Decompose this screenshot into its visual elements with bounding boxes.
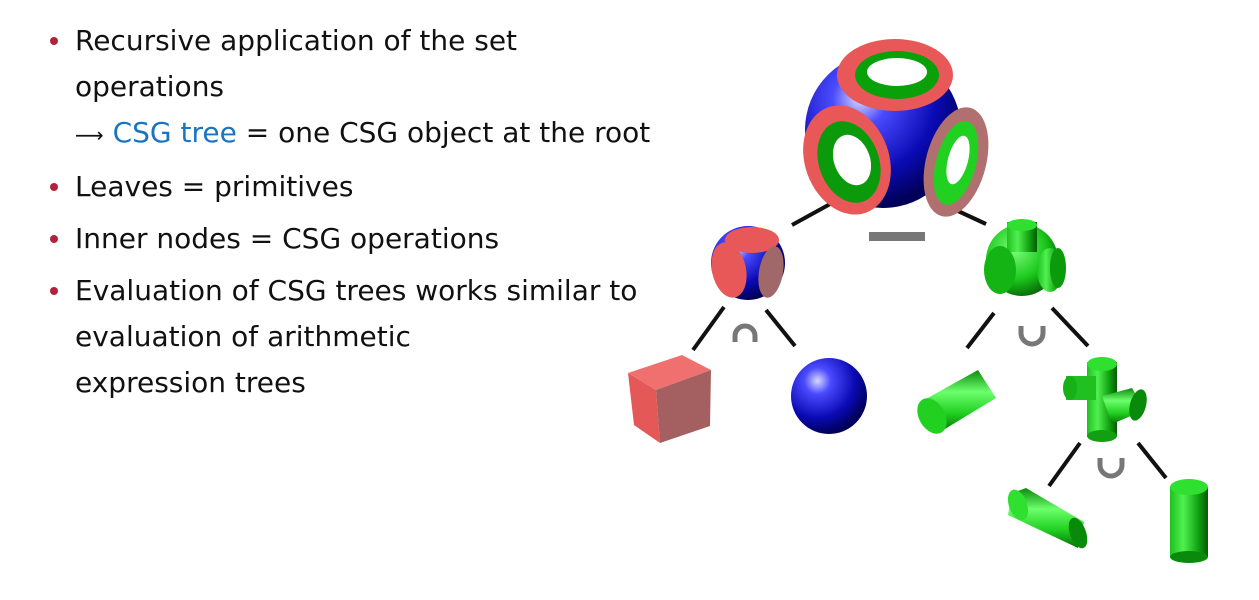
bullet-dot bbox=[50, 235, 58, 243]
bullet-list: Recursive application of the set operati… bbox=[48, 18, 668, 412]
tree-edges bbox=[691, 201, 1168, 488]
bullet-text: evaluation of arithmetic bbox=[75, 320, 411, 353]
csg-tree-term: CSG tree bbox=[112, 116, 237, 149]
edge-root-right bbox=[957, 209, 987, 226]
bullet-text: Recursive application of the set operati… bbox=[75, 24, 518, 103]
bullet-item: Leaves = primitives bbox=[48, 164, 668, 210]
bullet-item: Inner nodes = CSG operations bbox=[48, 216, 668, 262]
arrow-icon: ⟶ bbox=[75, 123, 104, 147]
bullet-text: Inner nodes = CSG operations bbox=[75, 222, 500, 255]
edge-union-cylinder bbox=[965, 311, 996, 350]
edge-cross-cylinder-y bbox=[1136, 441, 1168, 480]
edge-cross-cylinder-z bbox=[1047, 441, 1082, 488]
cube-primitive bbox=[628, 355, 711, 443]
edge-union-cross bbox=[1050, 306, 1090, 348]
bullet-subline-text: = one CSG object at the root bbox=[236, 116, 651, 149]
edge-root-left bbox=[791, 201, 833, 227]
edge-intersection-cube bbox=[691, 305, 726, 352]
cylinder-primitive bbox=[1007, 488, 1088, 549]
intersection-operator-icon bbox=[732, 323, 758, 342]
bullet-dot bbox=[50, 183, 58, 191]
cross-union-result-shape bbox=[1063, 357, 1147, 442]
bullet-text: expression trees bbox=[75, 366, 306, 399]
bullet-text: Leaves = primitives bbox=[75, 170, 354, 203]
difference-operator-icon bbox=[869, 232, 925, 241]
edge-intersection-sphere bbox=[764, 308, 797, 348]
bullet-item: Recursive application of the set operati… bbox=[48, 18, 668, 158]
bullet-dot bbox=[50, 37, 58, 45]
bullet-subline: ⟶ CSG tree = one CSG object at the root bbox=[75, 110, 668, 158]
cylinder-primitive bbox=[917, 370, 996, 434]
bullet-text: Evaluation of CSG trees works similar to bbox=[75, 274, 638, 307]
sphere-primitive bbox=[791, 358, 867, 434]
union-operator-icon bbox=[1097, 458, 1125, 479]
union-operator-icon bbox=[1018, 326, 1046, 347]
cylinder-primitive bbox=[1170, 479, 1208, 563]
bullet-item: Evaluation of CSG trees works similar to… bbox=[48, 268, 668, 406]
intersection-result-shape bbox=[711, 226, 785, 300]
root-result-shape bbox=[803, 39, 989, 217]
bullet-dot bbox=[50, 287, 58, 295]
union-result-shape bbox=[984, 219, 1066, 296]
